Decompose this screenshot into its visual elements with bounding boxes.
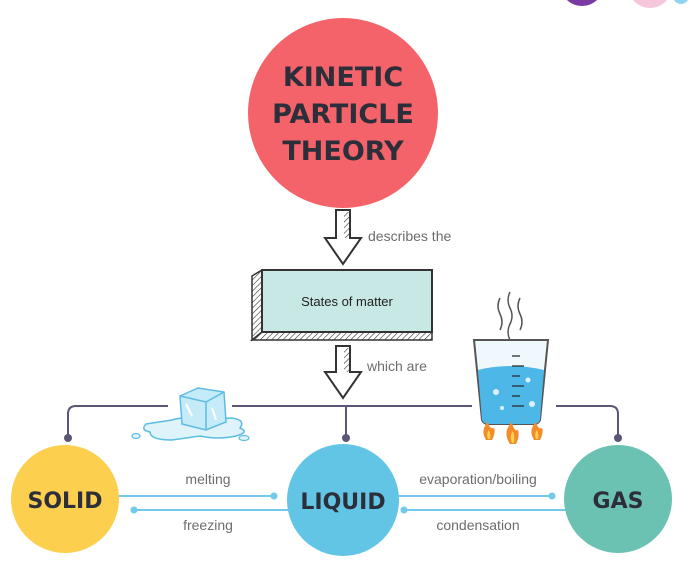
state-connectors [67, 405, 619, 436]
hatched-down-arrow-icon [323, 345, 363, 400]
boiling-beaker-icon [472, 291, 550, 425]
gas-label: GAS [593, 489, 644, 514]
solid-node: SOLID [11, 445, 119, 553]
states-box-label: States of matter [301, 294, 393, 309]
title-circle [248, 18, 438, 208]
title-line-1: KINETIC [283, 62, 403, 93]
corner-pink-circle [633, 0, 667, 8]
ice-cube-icon [131, 387, 250, 442]
steam-icon [497, 291, 523, 341]
connector-describes: describes the [368, 228, 451, 244]
title-node: KINETIC PARTICLE THEORY [248, 18, 438, 208]
liquid-label: LIQUID [300, 490, 385, 515]
transition-freezing: freezing [183, 517, 233, 533]
solid-label: SOLID [27, 489, 102, 514]
transition-evaporation: evaporation/boiling [419, 471, 537, 487]
liquid-circle [287, 444, 399, 556]
connector-which-are: which are [366, 358, 427, 374]
title-line-3: THEORY [282, 136, 404, 167]
transition-melting: melting [185, 471, 230, 487]
gas-circle [564, 445, 672, 553]
corner-decoration [566, 0, 688, 8]
flame-icon [483, 422, 543, 444]
hatched-down-arrow-icon [323, 209, 363, 266]
title-line-2: PARTICLE [272, 99, 414, 130]
states-of-matter-box: States of matter [249, 268, 433, 342]
liquid-node: LIQUID [287, 444, 399, 556]
solid-circle [11, 445, 119, 553]
corner-purple-circle [566, 0, 598, 6]
transition-lines [108, 495, 576, 511]
gas-node: GAS [564, 445, 672, 553]
transition-condensation: condensation [436, 517, 519, 533]
